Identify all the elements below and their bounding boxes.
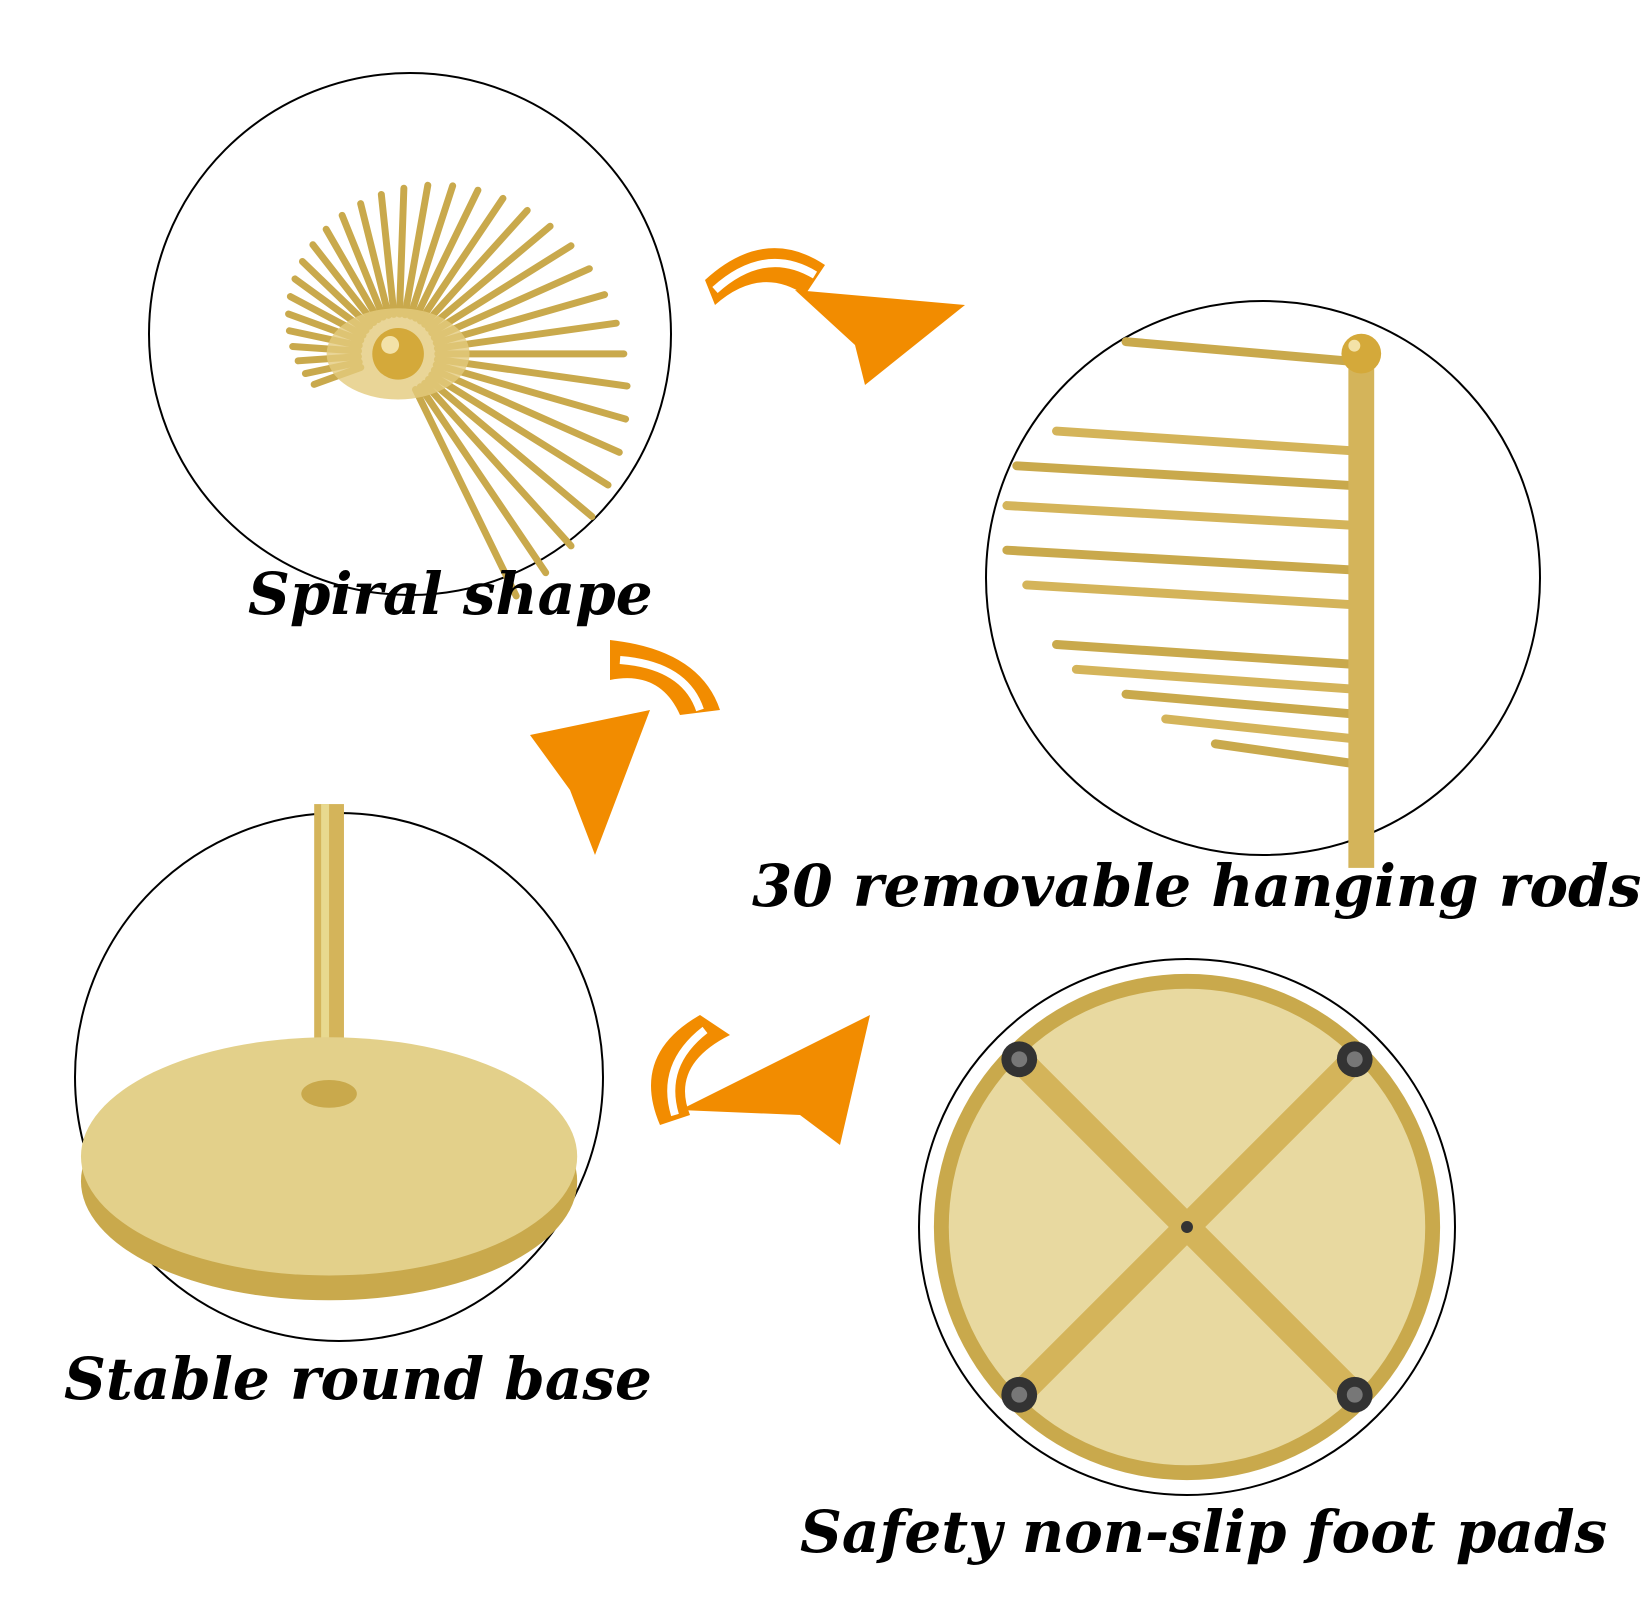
spiral-rod	[432, 291, 609, 347]
spiral-shape-photo	[148, 72, 672, 600]
hanging-rods-photo	[985, 300, 1541, 868]
arrow-down-left-icon	[530, 640, 720, 855]
spiral-rod	[425, 375, 596, 520]
hanging-rod	[1071, 664, 1359, 694]
spiral-rod	[425, 222, 554, 332]
spiral-rod	[338, 211, 387, 321]
hanging-rod	[1210, 739, 1359, 769]
spiral-rod	[430, 366, 623, 456]
caption-round-base: Stable round base	[64, 1345, 652, 1413]
spiral-rod	[428, 371, 612, 489]
spiral-rod	[412, 186, 482, 322]
hanging-rod	[1161, 714, 1359, 744]
spiral-rod	[433, 355, 631, 390]
spiral-rod	[406, 182, 457, 320]
spiral-rod	[432, 361, 630, 423]
spiral-rod	[298, 258, 374, 330]
spiral-rod	[421, 379, 575, 550]
spiral-rod	[416, 194, 507, 325]
spiral-rod	[357, 200, 392, 319]
spiral-rod	[377, 190, 398, 318]
spiral-rod	[401, 181, 432, 319]
caption-foot-pads: Safety non-slip foot pads	[800, 1498, 1608, 1566]
caption-removable-rods: 30 removable hanging rods	[752, 852, 1641, 920]
caption-spiral-shape: Spiral shape	[248, 560, 653, 628]
hanging-rod	[1052, 640, 1359, 669]
round-base-photo	[74, 804, 604, 1342]
foot-pads-illustration	[933, 973, 1441, 1481]
hanging-rod	[1121, 337, 1359, 367]
arrow-right-icon	[705, 248, 965, 385]
hanging-rod	[1002, 545, 1359, 575]
foot-pads-photo	[918, 958, 1456, 1496]
hanging-rod	[1121, 689, 1359, 719]
spiral-rod	[428, 242, 575, 337]
hanging-rods-illustration	[1002, 333, 1382, 868]
round-base-illustration	[80, 804, 578, 1301]
spiral-rod	[421, 206, 531, 328]
spiral-rod	[396, 184, 408, 318]
spiral-rods-illustration	[285, 181, 631, 600]
hanging-rod	[1012, 461, 1359, 491]
hanging-rod	[1002, 501, 1359, 530]
spiral-rod	[322, 225, 382, 323]
spiral-rod	[412, 386, 520, 600]
hanging-rod	[1022, 580, 1359, 610]
arrow-left-right-icon	[651, 1015, 870, 1145]
spiral-rod	[430, 265, 593, 342]
spiral-rod	[416, 383, 550, 577]
hanging-rod	[1052, 426, 1359, 456]
spiral-rod	[309, 241, 378, 327]
